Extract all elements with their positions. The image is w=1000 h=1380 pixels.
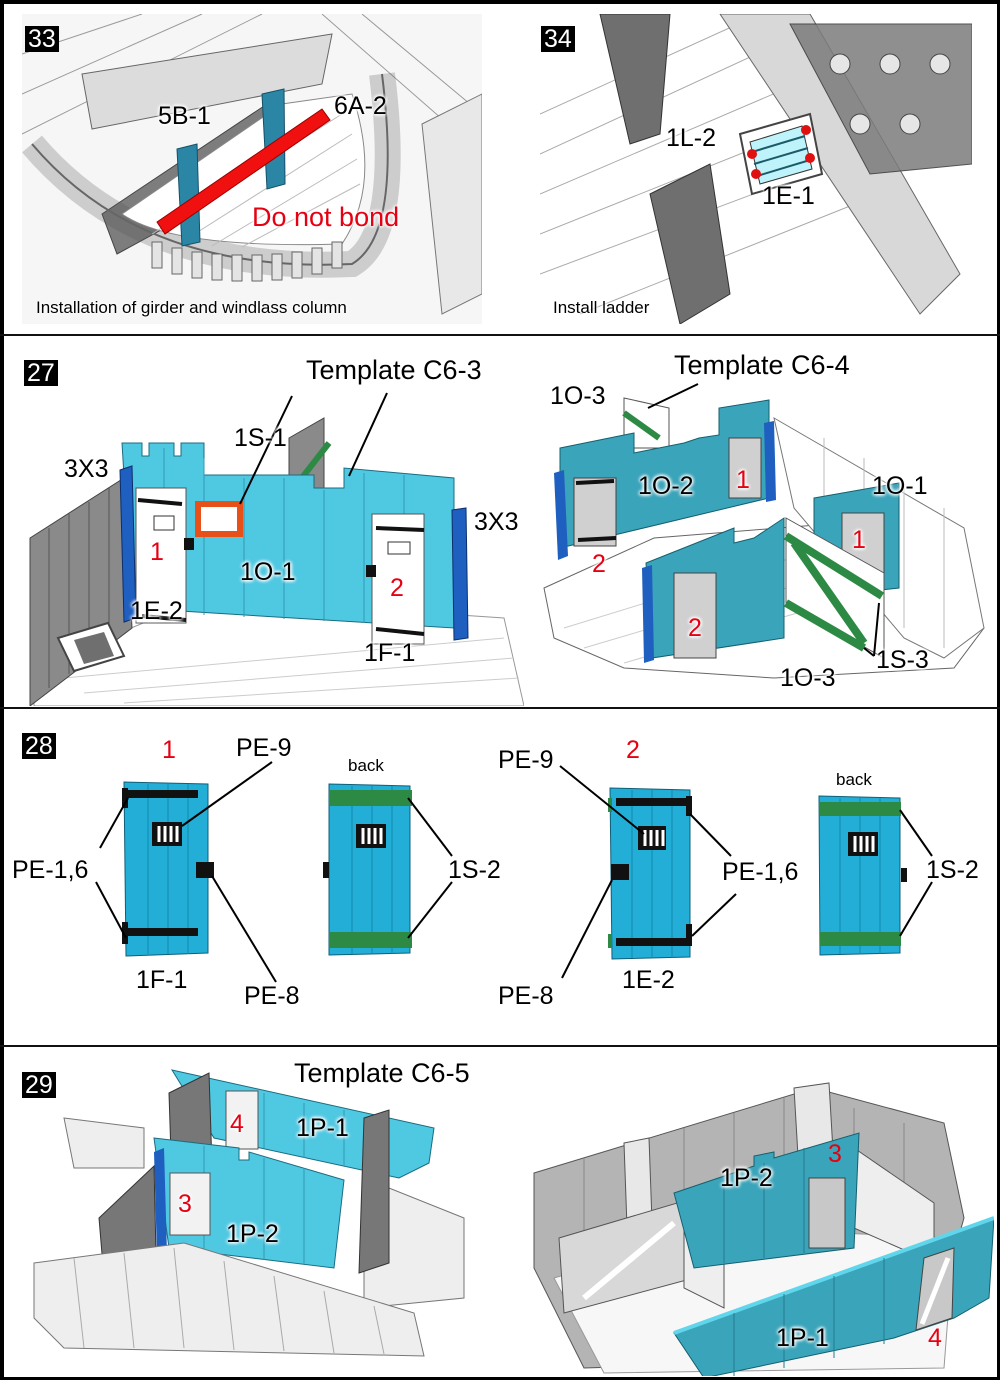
part-label-window-frame: 1S-1	[234, 424, 287, 452]
step-caption: Installation of girder and windlass colu…	[36, 298, 347, 317]
part-label-hinges: PE-1,6	[12, 856, 89, 884]
door-number: 1	[162, 736, 176, 764]
step-29-right-panel: 1P-2 3 1P-1 4	[524, 1048, 994, 1376]
part-label-girder: 6A-2	[334, 92, 387, 120]
part-label-hinges: PE-1,6	[722, 858, 799, 886]
step-27-left-illustration	[29, 392, 524, 706]
back-label: back	[836, 770, 872, 789]
part-label-grille: PE-9	[498, 746, 554, 774]
door-number: 2	[592, 550, 606, 578]
template-label: Template C6-4	[674, 350, 850, 380]
door-number: 1	[736, 466, 750, 494]
step-number: 27	[24, 360, 58, 386]
part-label-wall: 1O-1	[240, 558, 296, 586]
part-label-wall-back: 1P-1	[296, 1114, 349, 1142]
door-number: 2	[688, 614, 702, 642]
part-label-grille: PE-9	[236, 734, 292, 762]
step-number: 29	[22, 1072, 56, 1098]
step-27-right-panel: Template C6-4 1O-3 1O-2 1O-1 1 2 2 1 1O-…	[524, 338, 994, 706]
part-label-wall-back: 1O-2	[638, 472, 694, 500]
part-label-wall-front: 1P-1	[776, 1324, 829, 1352]
step-34-illustration	[540, 14, 972, 324]
step-28-panel: 28 1 PE-9 back PE-1,6 1F-1 PE-8 1S-2 2 P…	[4, 710, 994, 1044]
part-label-battens: 1S-2	[448, 856, 501, 884]
part-label-door: 1F-1	[364, 639, 416, 667]
part-label-back-panel: 1O-3	[550, 382, 606, 410]
door-2-front	[559, 765, 737, 979]
template-label: Template C6-3	[306, 355, 482, 385]
step-27-left-panel: 27 Template C6-3 1S-1 3X3 3X3 1O-1 1 2 1…	[4, 338, 524, 706]
step-caption: Install ladder	[553, 298, 650, 317]
door-number: 3	[178, 1190, 192, 1218]
section-divider	[0, 707, 1000, 709]
door-1-back	[323, 783, 453, 956]
door-number: 4	[230, 1110, 244, 1138]
step-33-panel: 33 5B-1 6A-2 Do not bond Installation of…	[22, 14, 482, 324]
back-label: back	[348, 756, 384, 775]
step-29-left-illustration	[33, 1069, 465, 1357]
door-number: 3	[828, 1140, 842, 1168]
warning-text: Do not bond	[252, 202, 400, 232]
step-28-illustration	[95, 761, 933, 983]
door-2-back	[818, 795, 933, 956]
step-29-left-panel: 29 Template C6-5 4 3 1P-1 1P-2	[4, 1048, 524, 1376]
part-label-wall-side: 1O-1	[872, 472, 928, 500]
template-label: Template C6-5	[294, 1058, 470, 1088]
part-label-wall-back: 1P-2	[720, 1164, 773, 1192]
part-label-column: 5B-1	[158, 102, 211, 130]
step-29-right-illustration	[533, 1082, 994, 1376]
step-34-panel: 34 1L-2 1E-1 Install ladder	[540, 14, 972, 324]
section-divider	[0, 334, 1000, 336]
part-label-wall-front: 1P-2	[226, 1220, 279, 1248]
step-number: 33	[25, 26, 59, 52]
part-label-ladder: 1L-2	[666, 124, 717, 152]
part-label-front-panel: 1O-3	[780, 664, 836, 692]
door-number: 4	[928, 1324, 942, 1352]
part-label-hatch: 1E-1	[762, 182, 815, 210]
part-label-braces: 1S-3	[876, 646, 929, 674]
step-number: 34	[541, 26, 575, 52]
part-label-door: 1F-1	[136, 966, 188, 994]
section-divider	[0, 1045, 1000, 1047]
step-27-right-illustration	[543, 383, 985, 679]
part-label-strip: 3X3	[474, 508, 519, 536]
part-label-strip: 3X3	[64, 455, 109, 483]
door-number: 2	[390, 574, 404, 602]
door-1-front	[95, 761, 277, 983]
door-number: 2	[626, 736, 640, 764]
part-label-latch: PE-8	[244, 982, 300, 1010]
part-label-door: 1E-2	[130, 597, 183, 625]
door-number: 1	[852, 526, 866, 554]
door-number: 1	[150, 538, 164, 566]
step-number: 28	[22, 733, 56, 759]
part-label-door: 1E-2	[622, 966, 675, 994]
step-33-illustration	[22, 14, 482, 324]
part-label-latch: PE-8	[498, 982, 554, 1010]
part-label-battens: 1S-2	[926, 856, 979, 884]
